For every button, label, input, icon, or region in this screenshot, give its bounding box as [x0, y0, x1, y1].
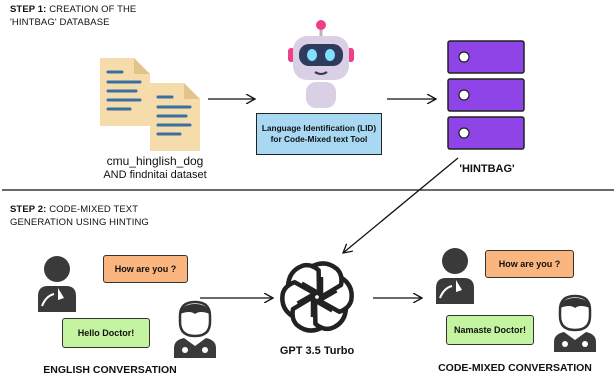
- chatgpt-logo-icon: [277, 256, 357, 338]
- doctor-icon: [174, 300, 216, 358]
- step2-title: STEP 2: CODE-MIXED TEXT GENERATION USING…: [10, 204, 149, 228]
- document-icon: [150, 83, 200, 151]
- doctor-bubble-codemixed: Namaste Doctor!: [446, 315, 534, 345]
- robot-icon: [288, 20, 354, 108]
- doctor-bubble-english: Hello Doctor!: [62, 318, 150, 348]
- patient-bubble-codemixed: How are you ?: [485, 250, 574, 278]
- english-caption: ENGLISH CONVERSATION: [43, 364, 177, 376]
- person-icon: [38, 256, 76, 312]
- person-icon: [436, 248, 474, 304]
- step1-title: STEP 1: CREATION OF THE 'HINTBAG' DATABA…: [10, 4, 137, 28]
- patient-bubble-english: How are you ?: [103, 255, 188, 283]
- lid-tool-box: Language Identification (LID) for Code-M…: [256, 113, 382, 155]
- database-icon: [447, 40, 525, 150]
- dataset-caption: cmu_hinglish_dog AND findnitai dataset: [60, 154, 250, 182]
- gpt-label: GPT 3.5 Turbo: [279, 345, 355, 357]
- document-icon: [100, 58, 150, 126]
- doctor-icon: [554, 294, 596, 352]
- hintbag-label: 'HINTBAG': [459, 163, 515, 175]
- codemixed-caption: CODE-MIXED CONVERSATION: [438, 362, 592, 374]
- dataset-name: cmu_hinglish_dog: [106, 154, 204, 168]
- dataset-name-2: AND findnitai dataset: [103, 169, 207, 181]
